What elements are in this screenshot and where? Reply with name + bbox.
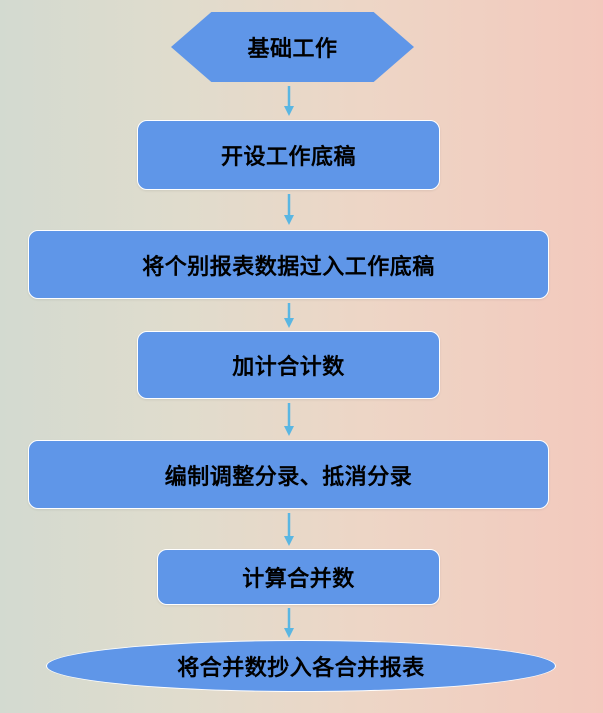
step-copy-to-statements: 将合并数抄入各合并报表: [46, 640, 556, 692]
step-label: 将合并数抄入各合并报表: [177, 656, 425, 681]
step-label: 基础工作: [247, 37, 338, 62]
flow-arrow: [283, 403, 295, 436]
step-basic-work: 基础工作: [171, 12, 414, 82]
flow-arrow: [283, 303, 295, 328]
flow-arrow: [283, 608, 295, 638]
step-label: 计算合并数: [242, 567, 355, 592]
step-label: 将个别报表数据过入工作底稿: [142, 254, 435, 280]
flow-arrow: [283, 194, 295, 225]
step-label: 编制调整分录、抵消分录: [164, 464, 413, 490]
step-label: 开设工作底稿: [220, 145, 356, 170]
step-label: 加计合计数: [232, 355, 345, 380]
flow-arrow: [283, 513, 295, 546]
flow-arrow: [283, 86, 295, 116]
step-add-totals: 加计合计数: [137, 331, 440, 399]
step-transfer-data: 将个别报表数据过入工作底稿: [28, 230, 549, 299]
step-adjusting-entries: 编制调整分录、抵消分录: [28, 440, 549, 509]
step-calculate-consolidated: 计算合并数: [157, 549, 440, 605]
step-open-working-paper: 开设工作底稿: [137, 120, 440, 190]
